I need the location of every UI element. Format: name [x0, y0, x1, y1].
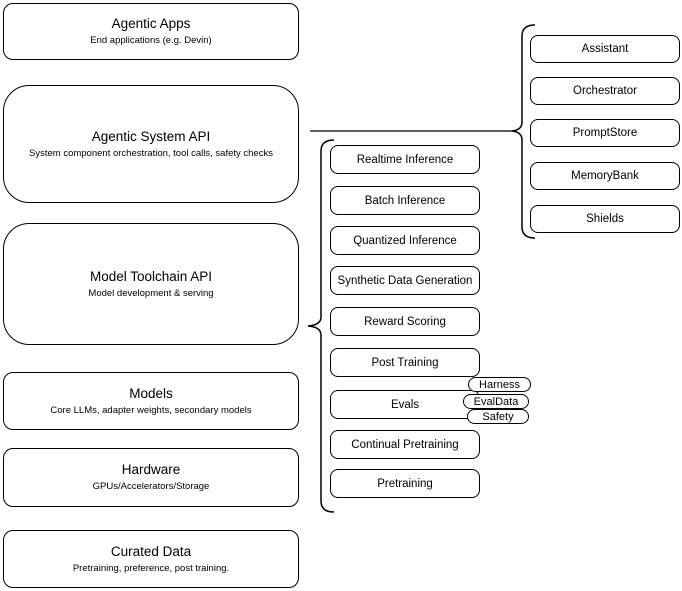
node-curated-data: Curated Data Pretraining, preference, po… [3, 530, 299, 588]
node-models: Models Core LLMs, adapter weights, secon… [3, 372, 299, 430]
node-reward-scoring: Reward Scoring [330, 307, 480, 336]
node-label: Reward Scoring [364, 315, 446, 328]
node-title: Curated Data [110, 543, 192, 559]
node-subtitle: System component orchestration, tool cal… [29, 147, 273, 159]
node-subtitle: Pretraining, preference, post training. [72, 562, 230, 574]
node-evals: Evals [330, 390, 480, 419]
node-label: Evals [390, 398, 420, 411]
node-label: Quantized Inference [353, 234, 457, 247]
node-label: Continual Pretraining [351, 438, 459, 451]
node-label: PromptStore [572, 127, 638, 139]
node-synthetic-data-generation: Synthetic Data Generation [330, 266, 480, 295]
node-agentic-system-api: Agentic System API System component orch… [3, 85, 299, 203]
node-label: Post Training [371, 356, 439, 369]
node-subtitle: End applications (e.g. Devin) [90, 35, 212, 46]
tag-label: Safety [482, 410, 514, 423]
node-title: Model Toolchain API [89, 268, 213, 284]
node-subtitle: Model development & serving [88, 287, 214, 299]
node-post-training: Post Training [330, 348, 480, 377]
node-title: Agentic Apps [111, 16, 191, 31]
node-continual-pretraining: Continual Pretraining [330, 430, 480, 459]
node-label: Orchestrator [573, 85, 637, 97]
tag-label: Harness [479, 378, 520, 391]
node-pretraining: Pretraining [330, 469, 480, 498]
node-title: Hardware [121, 462, 181, 477]
node-hardware: Hardware GPUs/Accelerators/Storage [3, 448, 299, 507]
node-label: Synthetic Data Generation [337, 274, 473, 287]
node-agentic-apps: Agentic Apps End applications (e.g. Devi… [3, 3, 299, 60]
node-label: Assistant [581, 43, 629, 55]
node-memorybank: MemoryBank [530, 162, 680, 190]
node-subtitle: GPUs/Accelerators/Storage [92, 481, 210, 492]
tag-safety: Safety [467, 409, 529, 424]
node-label: Shields [586, 213, 624, 225]
node-title: Agentic System API [91, 128, 211, 144]
node-promptstore: PromptStore [530, 119, 680, 147]
node-label: MemoryBank [571, 170, 639, 182]
tag-evaldata: EvalData [463, 394, 529, 409]
node-quantized-inference: Quantized Inference [330, 226, 480, 255]
node-model-toolchain-api: Model Toolchain API Model development & … [3, 223, 299, 345]
node-assistant: Assistant [530, 35, 680, 63]
node-realtime-inference: Realtime Inference [330, 145, 480, 174]
node-shields: Shields [530, 205, 680, 233]
tag-label: EvalData [473, 395, 519, 408]
node-title: Models [129, 385, 173, 401]
node-label: Pretraining [377, 477, 433, 490]
node-label: Batch Inference [364, 194, 446, 207]
node-label: Realtime Inference [356, 153, 454, 166]
node-orchestrator: Orchestrator [530, 77, 680, 105]
node-batch-inference: Batch Inference [330, 186, 480, 215]
node-subtitle: Core LLMs, adapter weights, secondary mo… [50, 404, 252, 416]
tag-harness: Harness [468, 377, 531, 392]
